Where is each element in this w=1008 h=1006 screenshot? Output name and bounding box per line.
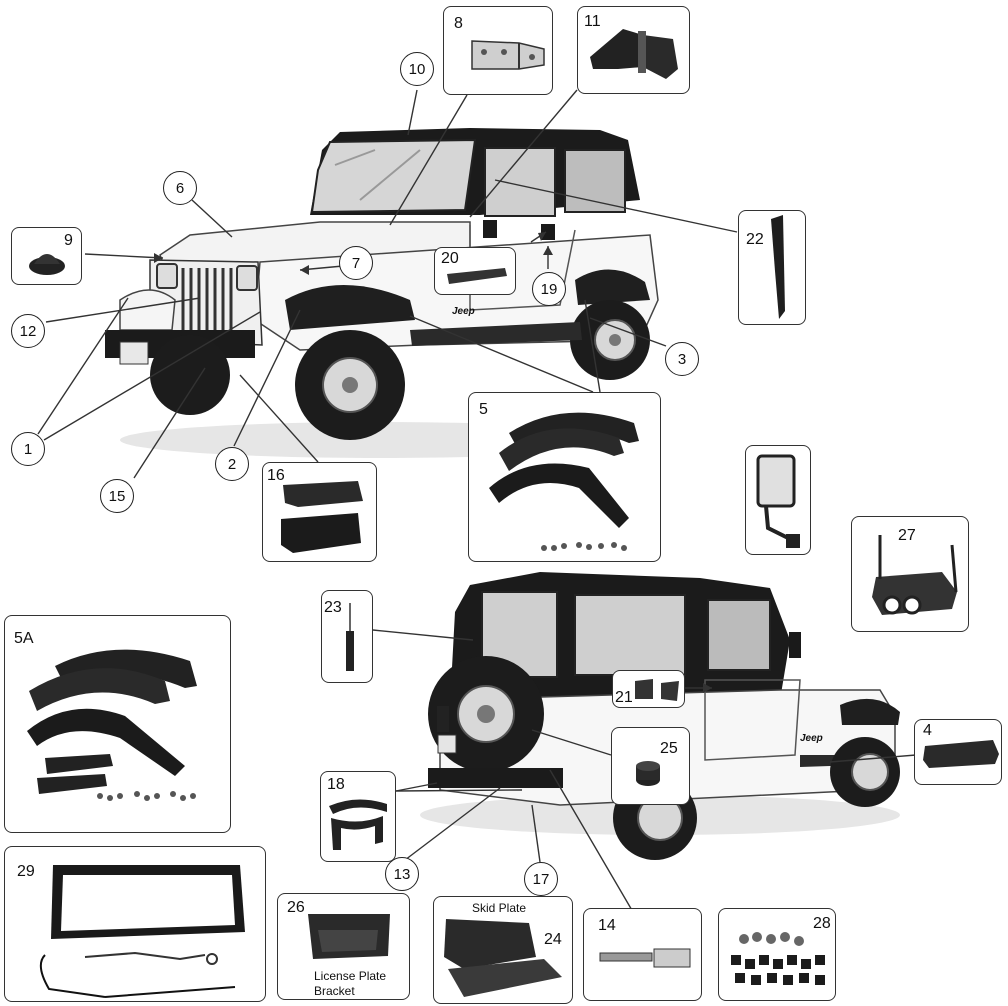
part-box-22: 22 — [738, 210, 806, 325]
license-plate-caption-line2: Bracket — [314, 984, 355, 998]
part-box-4: 4 — [914, 719, 1002, 785]
part-box-16: 16 — [262, 462, 377, 562]
part-box-11: 11 — [577, 6, 690, 94]
rear-jeep-badge: Jeep — [800, 733, 823, 744]
skid-plate-caption: Skid Plate — [472, 901, 527, 915]
knob-part-illustration — [29, 254, 65, 275]
hardware-kit-illustration — [731, 932, 825, 985]
step-pad-illustration — [923, 740, 999, 768]
callout-13: 13 — [385, 857, 419, 891]
rear-jeep-illustration — [420, 572, 900, 860]
callout-2: 2 — [215, 447, 249, 481]
callout-17: 17 — [524, 862, 558, 896]
part-box-8: 8 — [443, 6, 553, 95]
part-box-5: 5 — [468, 392, 661, 562]
part-box-14: 14 — [583, 908, 702, 1001]
license-plate-caption-line1: License Plate — [314, 969, 387, 983]
tow-bracket-illustration — [599, 948, 691, 968]
part-box-29: 29 — [4, 846, 266, 1002]
callout-7: 7 — [339, 246, 373, 280]
latch-part-illustration — [635, 679, 679, 701]
part-box-18: 18 — [320, 771, 396, 862]
battery-tray-illustration — [872, 535, 958, 615]
front-jeep-illustration — [105, 128, 659, 458]
part-box-5a: 5A — [4, 615, 231, 833]
callout-1: 1 — [11, 432, 45, 466]
part-box-28: 28 — [718, 908, 836, 1001]
bumper-stop-illustration — [636, 761, 660, 786]
lift-strut-illustration — [346, 603, 354, 671]
hinge-part-illustration — [471, 40, 545, 70]
mirror-part-illustration — [756, 454, 800, 548]
front-jeep-badge: Jeep — [452, 306, 475, 317]
windshield-frame-illustration — [39, 865, 245, 998]
bumper-end-caps-illustration — [281, 481, 363, 553]
callout-6: 6 — [163, 171, 197, 205]
mirror-part-box — [745, 445, 811, 555]
callout-12: 12 — [11, 314, 45, 348]
part-box-23: 23 — [321, 590, 373, 683]
part-box-9: 9 — [11, 227, 82, 285]
door-hinge-part-illustration — [590, 29, 678, 79]
leader-lines — [37, 89, 917, 913]
part-box-27: 27 — [851, 516, 969, 632]
callout-3: 3 — [665, 342, 699, 376]
part-box-21: 21 — [612, 670, 685, 708]
part-box-26: 26 License Plate Bracket — [277, 893, 410, 1000]
part-box-25: 25 — [611, 727, 690, 805]
part-box-24: Skid Plate 24 — [433, 896, 573, 1004]
callout-19: 19 — [532, 272, 566, 306]
fender-flares-illustration — [489, 412, 639, 551]
part-box-20: 20 — [434, 247, 516, 295]
license-plate-bracket-illustration — [308, 914, 390, 959]
fender-flares-kit-illustration — [27, 649, 197, 801]
seal-part-illustration — [771, 215, 785, 319]
bracket-set-illustration — [329, 799, 387, 850]
strip-part-illustration — [447, 268, 507, 284]
leader-arrowheads — [154, 232, 712, 693]
callout-15: 15 — [100, 479, 134, 513]
callout-10: 10 — [400, 52, 434, 86]
skid-plate-illustration — [444, 919, 562, 997]
